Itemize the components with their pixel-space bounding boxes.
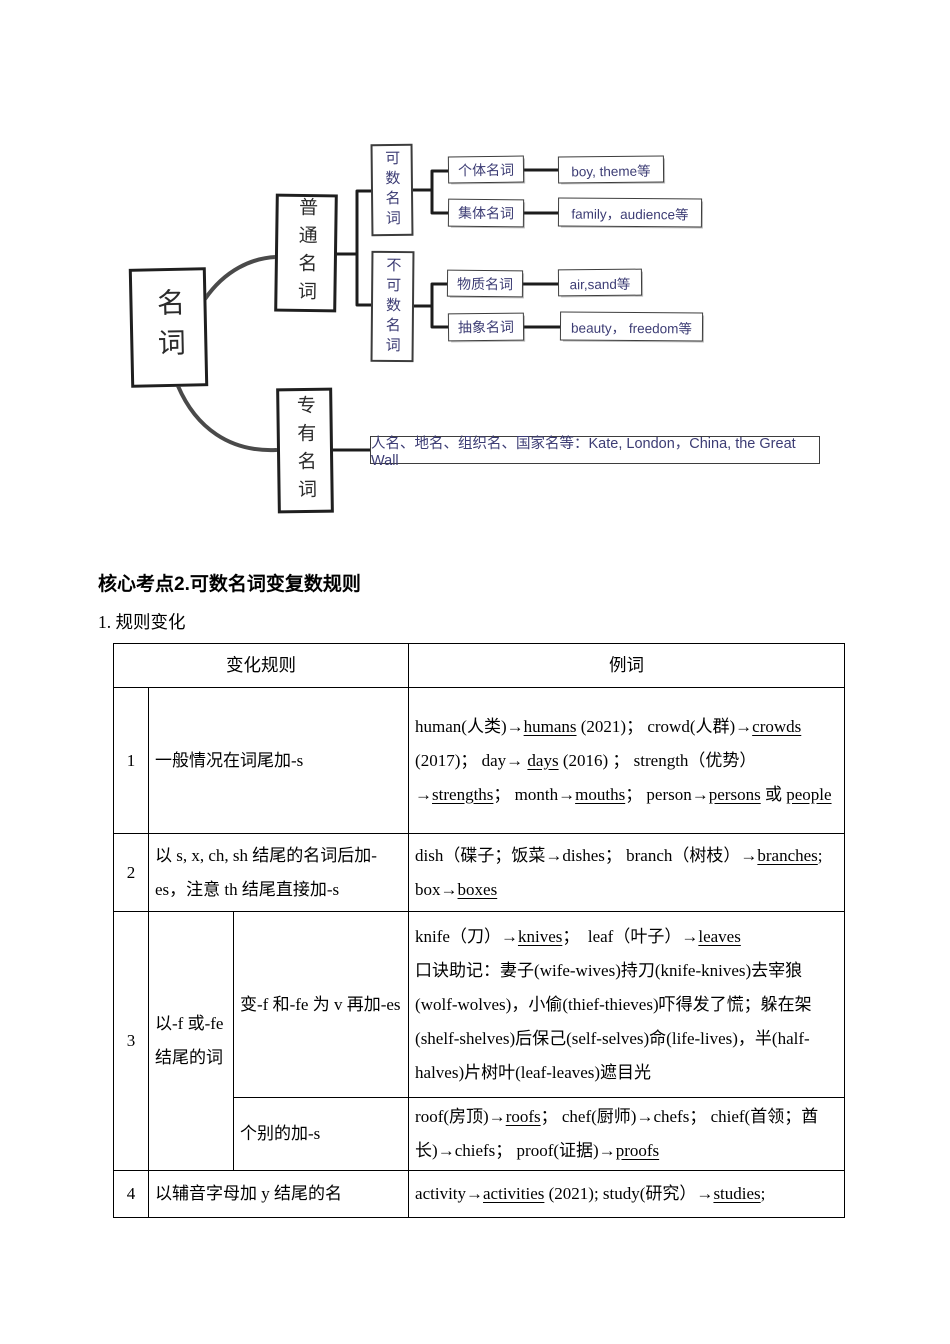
node-proper-noun: 专有名词 [276,387,334,514]
rule-cell: 以 s, x, ch, sh 结尾的名词后加-es，注意 th 结尾直接加-s [147,833,410,912]
node-material-noun: 物质名词 [446,269,524,298]
node-individual-noun: 个体名词 [447,155,525,184]
noun-classification-diagram: 名词 普通名词 专有名词 可数名词 不可数名词 个体名词 集体名词 物质名词 抽… [0,0,950,560]
header-rule: 变化规则 [112,643,410,688]
proper-noun-examples: 人名、地名、组织名、国家名等：Kate, London，China, the G… [370,436,820,469]
root-node-noun: 名词 [128,267,209,388]
diagram-connector-lines [176,168,562,453]
row-number: 2 [113,833,149,912]
table-row: 3 以-f 或-fe 结尾的词 变-f 和-fe 为 v 再加-es knife… [113,911,846,1171]
examples-cell: roof(房顶)→roofs； chef(厨师)→chefs； chief(首领… [408,1097,846,1171]
row-number: 4 [113,1170,149,1218]
sub-rule-cell: 个别的加-s [232,1097,410,1171]
header-examples: 例词 [408,643,846,688]
examples-cell: human(人类)→humans (2021)； crowd(人群)→crowd… [408,687,846,834]
rule-cell: 一般情况在词尾加-s [147,687,410,834]
examples-cell: dish（碟子；饭菜→dishes； branch（树枝）→branches; … [408,833,846,912]
rule-cell: 以辅音字母加 y 结尾的名 [147,1170,410,1218]
table-header-row: 变化规则 例词 [112,643,846,688]
plural-rules-table: 变化规则 例词 1 一般情况在词尾加-s human(人类)→humans (2… [112,643,846,1218]
node-uncountable-noun: 不可数名词 [370,250,415,363]
node-common-noun: 普通名词 [274,193,338,313]
row-number: 1 [113,687,149,834]
row-number: 3 [113,911,149,1171]
table-row: 2 以 s, x, ch, sh 结尾的名词后加-es，注意 th 结尾直接加-… [113,833,846,912]
table-row: 1 一般情况在词尾加-s human(人类)→humans (2021)； cr… [113,687,846,834]
section-heading: 核心考点2.可数名词变复数规则 [98,574,361,595]
examples-cell: activity→activities (2021); study(研究）→st… [408,1170,846,1218]
node-collective-noun: 集体名词 [447,198,525,228]
sub-rule-cell: 变-f 和-fe 为 v 再加-es [232,911,410,1098]
individual-noun-examples: boy, theme等 [557,155,665,184]
collective-noun-examples: family，audience等 [557,197,703,228]
rule-cell: 以-f 或-fe 结尾的词 [148,911,234,1171]
material-noun-examples: air,sand等 [557,268,643,297]
abstract-noun-examples: beauty， freedom等 [559,311,704,342]
node-abstract-noun: 抽象名词 [447,312,525,342]
examples-cell: knife（刀）→knives； leaf（叶子）→leaves 口诀助记：妻子… [408,911,846,1098]
node-countable-noun: 可数名词 [370,143,414,237]
subsection-label: 1. 规则变化 [98,612,186,632]
table-row: 4 以辅音字母加 y 结尾的名 activity→activities (202… [113,1170,846,1218]
